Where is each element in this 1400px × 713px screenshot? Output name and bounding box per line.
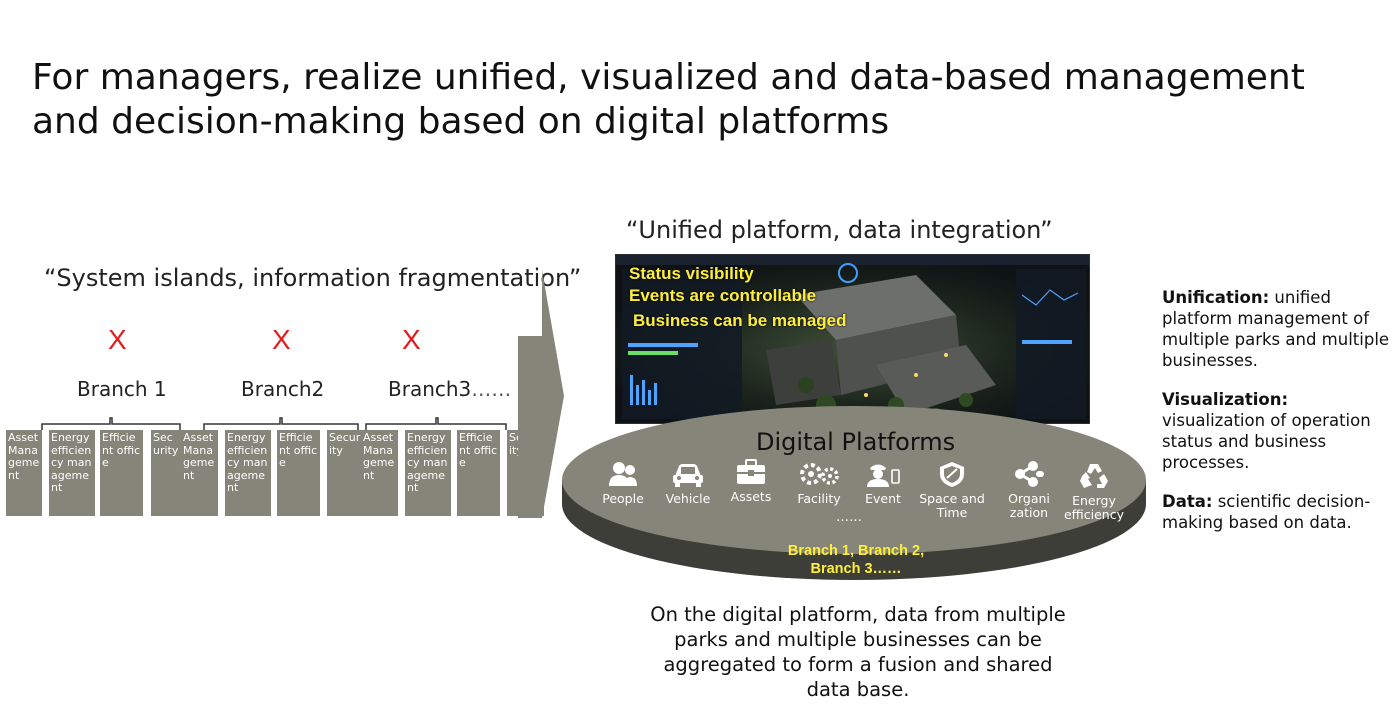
- branch-1-label: Branch 1: [77, 377, 167, 401]
- people-icon: [609, 462, 637, 486]
- vehicle-icon: [673, 464, 703, 487]
- energy-efficiency-label: Energy efficiency: [1063, 493, 1124, 522]
- benefit-visualization: Visualization: visualization of operatio…: [1162, 390, 1371, 472]
- benefits-list: Unification: unified platform management…: [1162, 287, 1394, 533]
- event-label: Event: [865, 491, 901, 506]
- assets-icon: [737, 459, 765, 484]
- events-controllable-text: Events are controllable: [629, 286, 817, 305]
- event-icon: [867, 464, 900, 487]
- module-efficient-office-1: Efficient office: [100, 430, 143, 516]
- module-energy-efficiency-3: Energy efficiency management: [405, 430, 451, 516]
- module-energy-efficiency-2: Energy efficiency management: [225, 430, 271, 516]
- x-mark-branch2: X: [272, 324, 291, 355]
- module-efficient-office-3: Efficient office: [457, 430, 500, 516]
- facility-label: Facility: [797, 491, 841, 506]
- status-visibility-text: Status visibility: [629, 264, 754, 283]
- branch-2-label: Branch2: [241, 377, 325, 401]
- brace-branch1: [41, 417, 181, 430]
- module-asset-management-3: Asset Management: [361, 430, 398, 516]
- more-items-ellipsis: ……: [836, 510, 862, 525]
- left-heading: “System islands, information fragmentati…: [44, 264, 582, 292]
- branch-braces: [41, 417, 507, 430]
- platform-item-people: People: [588, 460, 658, 506]
- page-title: For managers, realize unified, visualize…: [32, 57, 1305, 142]
- module-asset-management-1: Asset Management: [6, 430, 42, 516]
- platform-item-vehicle: Vehicle: [653, 460, 723, 506]
- module-security-2: Security: [327, 430, 363, 516]
- module-efficient-office-2: Efficient office: [277, 430, 320, 516]
- facility-icon: [800, 463, 839, 485]
- dashboard-visual: [616, 255, 1089, 423]
- x-mark-branch1: X: [108, 324, 127, 355]
- vehicle-label: Vehicle: [665, 491, 711, 506]
- platform-item-facility: Facility: [784, 460, 854, 506]
- benefit-unification: Unification: unified platform management…: [1162, 288, 1390, 370]
- platform-item-assets: Assets: [716, 458, 786, 504]
- transition-arrow: [518, 270, 564, 518]
- organization-icon: [1015, 461, 1044, 487]
- dashboard-screenshot: Status visibility Events are controllabl…: [615, 254, 1090, 424]
- x-mark-branch3: X: [402, 324, 421, 355]
- branch-3-label: Branch3……: [388, 377, 512, 401]
- benefit-data: Data: scientific decision-making based o…: [1162, 492, 1371, 532]
- module-asset-management-2: Asset Management: [181, 430, 218, 516]
- right-heading: “Unified platform, data integration”: [626, 216, 1053, 244]
- space-time-icon: [940, 462, 964, 487]
- organization-label: Organi zation: [1008, 491, 1050, 520]
- brace-branch3: [365, 417, 507, 430]
- platform-description: On the digital platform, data from multi…: [650, 603, 1066, 701]
- people-label: People: [602, 491, 644, 506]
- module-energy-efficiency-1: Energy efficiency management: [49, 430, 95, 516]
- space-time-label: Space and Time: [919, 491, 985, 520]
- assets-label: Assets: [730, 489, 772, 504]
- energy-efficiency-icon: [1080, 464, 1108, 488]
- platform-item-organization: Organi zation: [994, 460, 1064, 520]
- business-managed-text: Business can be managed: [633, 311, 847, 330]
- platform-item-energy-efficiency: Energy efficiency: [1059, 460, 1129, 522]
- platform-item-event: Event: [848, 460, 918, 506]
- platform-item-space-time: Space and Time: [917, 460, 987, 520]
- module-security-1: Security: [151, 430, 181, 516]
- branches-note: Branch 1, Branch 2, Branch 3……: [787, 543, 925, 577]
- brace-branch2: [203, 417, 359, 430]
- platform-title: Digital Platforms: [756, 428, 956, 456]
- platform-disk: [562, 406, 1146, 580]
